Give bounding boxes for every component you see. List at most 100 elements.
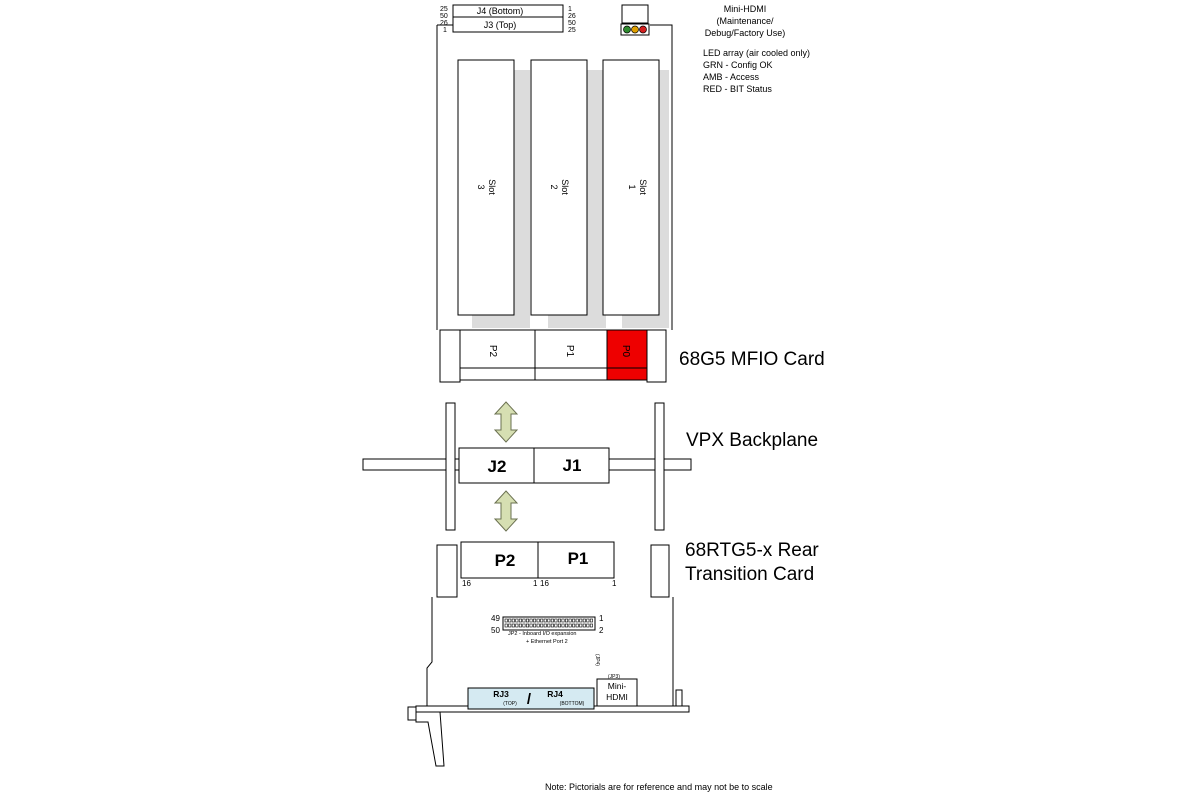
hdmi-callout-line1: Mini-HDMI xyxy=(723,4,767,14)
rtm-faceplate-tab-left xyxy=(407,706,417,721)
j3-pin-left-2: 1 xyxy=(443,27,447,34)
jp2-pin xyxy=(557,623,561,628)
backplane-rail-right xyxy=(654,402,665,531)
rtm-p2-label: P2 xyxy=(495,551,516,570)
rtm-faceplate-tab-right xyxy=(675,689,683,707)
jp3-label: (JP3) xyxy=(608,674,620,680)
jp2-pin-bottom-left: 50 xyxy=(491,626,500,635)
jp2-pin xyxy=(529,623,533,628)
j3-connector xyxy=(452,16,564,33)
mfio-card-label: 68G5 MFIO Card xyxy=(679,349,825,370)
jp2-pin-top-right: 1 xyxy=(599,614,604,623)
led-amber xyxy=(631,25,639,34)
mfio-p1-label: P1 xyxy=(564,345,575,358)
mfio-p0-lower xyxy=(606,367,648,381)
svg-text:Slot: Slot xyxy=(560,179,570,195)
svg-text:2: 2 xyxy=(549,184,559,189)
jp2-pin xyxy=(568,623,572,628)
j4-pin-left-2: 50 xyxy=(440,13,448,20)
j4-pin-right-2: 26 xyxy=(568,13,576,20)
svg-text:1: 1 xyxy=(627,184,637,189)
jp2-pin xyxy=(575,623,579,628)
jp2-pin xyxy=(589,623,593,628)
rtm-ejector-handle xyxy=(415,711,445,767)
jp2-pin xyxy=(504,618,508,623)
led-legend-red: RED - BIT Status xyxy=(703,84,772,94)
jp2-pin xyxy=(554,618,558,623)
rtm-label-line1: 68RTG5-x Rear xyxy=(685,540,819,561)
jp4-label: (JP4) xyxy=(594,654,600,666)
svg-text:(JP4): (JP4) xyxy=(594,654,600,666)
jp2-pin xyxy=(533,623,537,628)
jp2-pin xyxy=(529,618,533,623)
jp2-pin xyxy=(579,623,583,628)
jp2-pin xyxy=(504,623,508,628)
backplane-j1-label: J1 xyxy=(563,456,582,475)
rtm-hdmi-line1: Mini- xyxy=(608,681,627,691)
jp2-pin xyxy=(586,623,590,628)
rtm-label: 68RTG5-x Rear Transition Card xyxy=(685,539,819,587)
slot-2 xyxy=(530,59,588,316)
svg-text:Slot: Slot xyxy=(487,179,497,195)
mfio-p2-label: P2 xyxy=(487,345,498,358)
svg-text:P0: P0 xyxy=(620,345,631,358)
hdmi-callout: Mini-HDMI (Maintenance/ Debug/Factory Us… xyxy=(700,3,790,39)
jp2-pin xyxy=(543,623,547,628)
backplane-j2-label: J2 xyxy=(488,457,507,476)
rtm-p1-pin-left: 16 xyxy=(540,579,549,588)
rj3-sub-label: (TOP) xyxy=(503,701,517,707)
jp2-pin xyxy=(511,623,515,628)
j3-pin-right-2: 25 xyxy=(568,27,576,34)
jp2-pin xyxy=(547,618,551,623)
jp2-pin xyxy=(525,623,529,628)
jp2-pin xyxy=(515,623,519,628)
jp2-pin xyxy=(522,618,526,623)
jp2-pin xyxy=(565,618,569,623)
backplane-j1 xyxy=(533,447,610,484)
j3-label: J3 (Top) xyxy=(484,20,517,30)
rtm-mini-hdmi-connector xyxy=(596,678,638,707)
hdmi-callout-line3: Debug/Factory Use) xyxy=(704,28,786,38)
rj4-label: RJ4 xyxy=(547,689,563,699)
led-legend-green: GRN - Config OK xyxy=(703,60,773,70)
rtm-p1-pin-right: 1 xyxy=(612,579,617,588)
jp2-pin xyxy=(508,618,512,623)
jp2-pin xyxy=(540,618,544,623)
mfio-p0-label: P0 xyxy=(620,345,631,358)
jp2-pin xyxy=(536,618,540,623)
jp2-pin xyxy=(543,618,547,623)
scale-note: Note: Pictorials are for reference and m… xyxy=(545,782,773,792)
jp2-pin xyxy=(511,618,515,623)
j3-pin-left: 26 xyxy=(440,20,448,27)
rtm-guide-left xyxy=(436,544,458,598)
j4-pin-right: 1 xyxy=(568,6,572,13)
rtm-p1-connector xyxy=(537,541,615,579)
jp2-pin xyxy=(579,618,583,623)
jp2-pin xyxy=(568,618,572,623)
j4-pin-left: 25 xyxy=(440,6,448,13)
led-green xyxy=(623,25,631,34)
slot-1 xyxy=(602,59,660,316)
rj3-label: RJ3 xyxy=(493,689,509,699)
rtm-hdmi-line2: HDMI xyxy=(606,692,628,702)
rj-separator: / xyxy=(527,691,532,708)
jp2-caption: JP2 - Inboard I/O expansion xyxy=(508,631,576,637)
svg-text:P2: P2 xyxy=(487,345,498,358)
jp2-pin xyxy=(518,623,522,628)
led-legend-title: LED array (air cooled only) xyxy=(703,48,811,58)
rtm-label-line2: Transition Card xyxy=(685,564,815,585)
rtm-p1-label: P1 xyxy=(568,549,589,568)
jp2-pin xyxy=(547,623,551,628)
mfio-guide-left xyxy=(439,329,461,383)
arrow-mfio-backplane xyxy=(493,401,519,443)
slot-3 xyxy=(457,59,515,316)
backplane-label: VPX Backplane xyxy=(686,430,819,451)
jp2-pin xyxy=(533,618,537,623)
backplane-rail-left xyxy=(445,402,456,531)
backplane-j2 xyxy=(458,447,535,484)
jp2-pin xyxy=(515,618,519,623)
svg-text:Slot: Slot xyxy=(638,179,648,195)
jp2-pin xyxy=(550,618,554,623)
jp2-pin xyxy=(525,618,529,623)
